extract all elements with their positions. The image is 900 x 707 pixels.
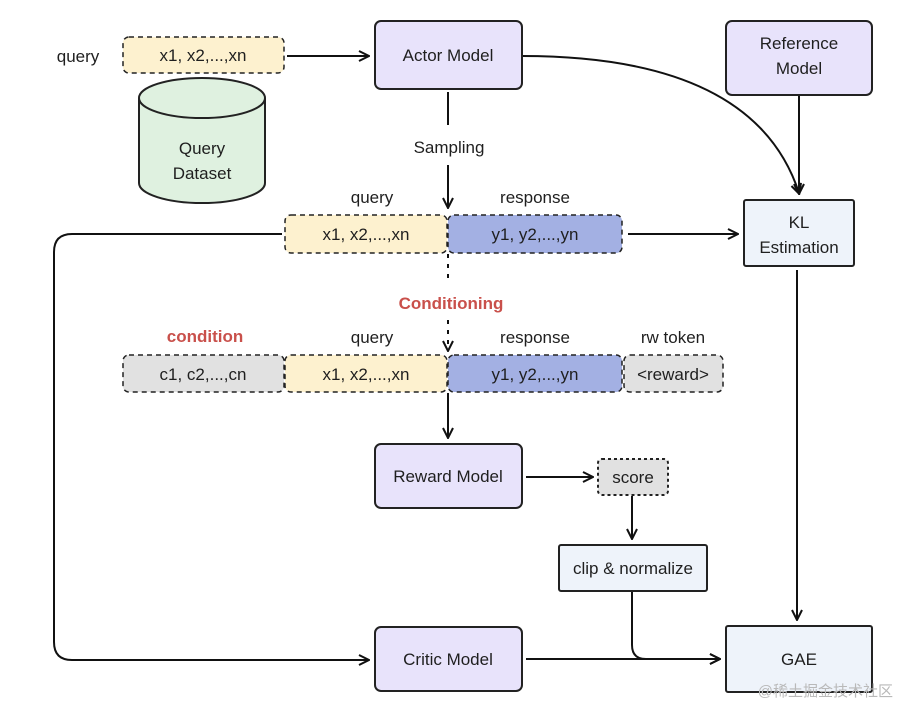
query-dataset-label-2: Dataset [173, 164, 232, 183]
reference-model-label-2: Model [776, 59, 822, 78]
critic-model-node [374, 626, 523, 692]
kl-estimation-node [743, 199, 855, 267]
condition-seq-token [122, 354, 285, 393]
reward-token-text: <reward> [637, 365, 709, 384]
query-left-label: query [57, 47, 100, 66]
sampling-label: Sampling [414, 138, 485, 157]
query-seq2-text: x1, x2,...,xn [323, 365, 410, 384]
query-input-token [122, 36, 285, 74]
response-seq2-text: y1, y2,...,yn [492, 365, 579, 384]
query-mid-label: query [351, 328, 394, 347]
actor-model-node [374, 20, 523, 90]
reward-model-node [374, 443, 523, 509]
response-seq-text: y1, y2,...,yn [492, 225, 579, 244]
gae-node [725, 625, 873, 693]
score-node [597, 458, 669, 496]
kl-label-1: KL [789, 213, 810, 232]
query-top-label: query [351, 188, 394, 207]
condition-seq-text: c1, c2,...,cn [160, 365, 247, 384]
query-dataset-label-1: Query [179, 139, 226, 158]
response-top-label: response [500, 188, 570, 207]
response-mid-label: response [500, 328, 570, 347]
rw-token-label: rw token [641, 328, 705, 347]
query-input-text: x1, x2,...,xn [160, 46, 247, 65]
watermark: @稀土掘金技术社区 [758, 683, 893, 700]
gae-label: GAE [781, 650, 817, 669]
score-label: score [612, 468, 654, 487]
query-dataset-cylinder [138, 77, 266, 204]
conditioning-label: Conditioning [399, 294, 504, 313]
edge-actor-to-kl [521, 55, 799, 193]
query-seq-text: x1, x2,...,xn [323, 225, 410, 244]
reference-model-node [725, 20, 873, 96]
reward-token [623, 354, 724, 393]
actor-model-label: Actor Model [403, 46, 494, 65]
query-seq2-token [284, 354, 448, 393]
edge-query-to-critic [53, 233, 368, 660]
condition-label: condition [167, 327, 243, 346]
clip-normalize-label: clip & normalize [573, 559, 693, 578]
query-seq-token [284, 214, 448, 254]
clip-normalize-node [558, 544, 708, 592]
kl-label-2: Estimation [759, 238, 838, 257]
edge-clip-to-gae [631, 592, 719, 659]
response-seq2-token [447, 354, 623, 393]
response-seq-token [447, 214, 623, 254]
critic-model-label: Critic Model [403, 650, 493, 669]
reward-model-label: Reward Model [393, 467, 503, 486]
reference-model-label-1: Reference [760, 34, 838, 53]
